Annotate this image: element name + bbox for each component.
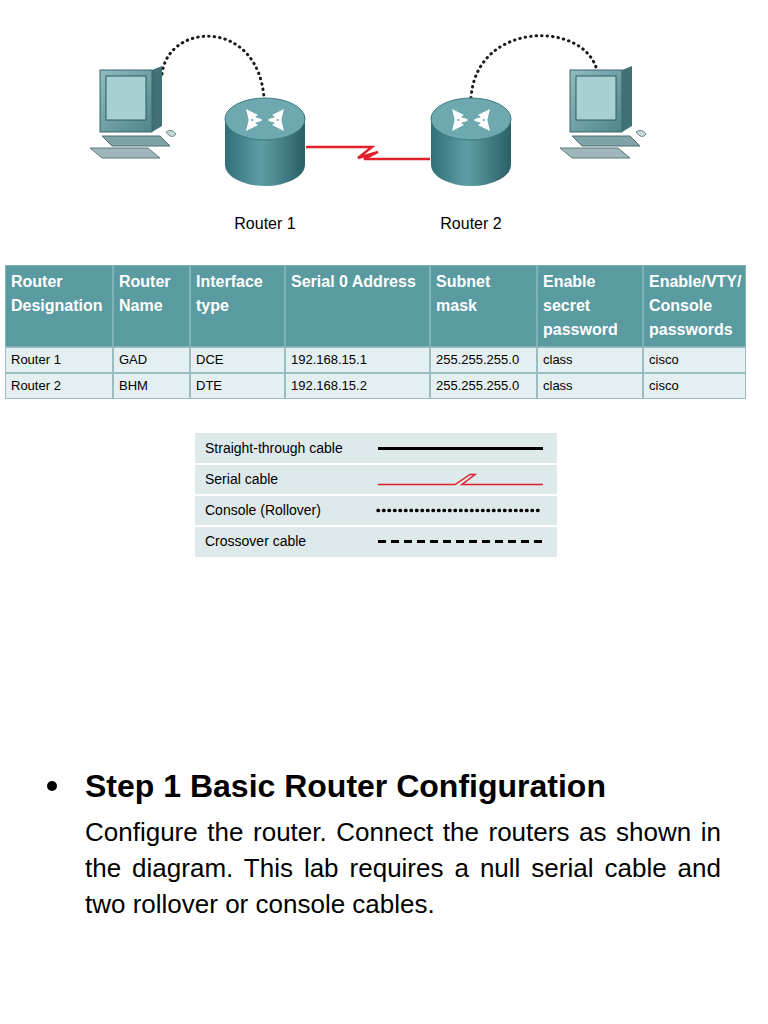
router-arrow — [268, 118, 284, 131]
legend-box — [195, 433, 557, 557]
pc-keyboard — [560, 148, 630, 158]
table-header: Router Name — [113, 265, 190, 347]
device-label: Router 1 — [220, 215, 310, 233]
table-cell: class — [537, 373, 643, 399]
legend-text: Crossover cable — [205, 526, 306, 557]
router-arrow — [246, 118, 262, 131]
table-cell: BHM — [113, 373, 190, 399]
table-cell: Router 2 — [5, 373, 113, 399]
pc-base — [572, 136, 640, 146]
pc-monitor — [570, 70, 622, 132]
table-header: Enable secret password — [537, 265, 643, 347]
pc-monitor — [100, 70, 152, 132]
pc-screen — [106, 76, 146, 120]
pc-monitor-side — [622, 66, 632, 132]
router-arrow — [474, 118, 490, 131]
router-arrows — [246, 109, 284, 131]
pc-monitor-side — [152, 66, 162, 132]
serial-cable — [306, 147, 430, 159]
bullet-dot — [47, 781, 57, 791]
pc-mouse — [636, 130, 646, 136]
router-node: Router 1 — [220, 95, 310, 235]
router-icon — [224, 95, 306, 189]
table-cell: 192.168.15.1 — [285, 347, 430, 373]
table-header: Subnet mask — [430, 265, 537, 347]
legend-sample — [378, 447, 543, 450]
router-top — [225, 98, 305, 140]
router-arrow — [452, 118, 468, 131]
pc-icon — [90, 66, 176, 158]
pc-screen — [576, 76, 616, 120]
table-cell: DCE — [190, 347, 285, 373]
legend-text: Straight-through cable — [205, 433, 343, 464]
legend-sample — [378, 540, 543, 543]
table-header: Enable/VTY/ Console passwords — [643, 265, 746, 347]
legend-text: Serial cable — [205, 464, 278, 495]
table-header: Router Designation — [5, 265, 113, 347]
router-arrows — [452, 109, 490, 131]
table-cell: cisco — [643, 373, 746, 399]
table-cell: GAD — [113, 347, 190, 373]
table-cell: cisco — [643, 347, 746, 373]
table-cell: Router 1 — [5, 347, 113, 373]
pc-icon — [560, 66, 646, 158]
step-text: Configure the router. Connect the router… — [85, 814, 721, 922]
table-cell: 255.255.255.0 — [430, 373, 537, 399]
device-label: Router 2 — [426, 215, 516, 233]
pc-base — [102, 136, 170, 146]
console-cable — [162, 36, 264, 98]
router-node: Router 2 — [426, 95, 516, 235]
table-cell: 192.168.15.2 — [285, 373, 430, 399]
legend-sample — [378, 475, 543, 485]
pc-keyboard — [90, 148, 160, 158]
router-icon — [430, 95, 512, 189]
table-cell: DTE — [190, 373, 285, 399]
legend-separator — [195, 463, 557, 465]
legend-sample — [378, 509, 543, 513]
table-cell: 255.255.255.0 — [430, 347, 537, 373]
table-cell: class — [537, 347, 643, 373]
legend-separator — [195, 494, 557, 496]
router-top — [431, 98, 511, 140]
table-header: Interface type — [190, 265, 285, 347]
legend-separator — [195, 525, 557, 527]
step-heading: Step 1 Basic Router Configuration — [85, 766, 606, 806]
pc-mouse — [166, 130, 176, 136]
legend-text: Console (Rollover) — [205, 495, 321, 526]
table-header: Serial 0 Address — [285, 265, 430, 347]
